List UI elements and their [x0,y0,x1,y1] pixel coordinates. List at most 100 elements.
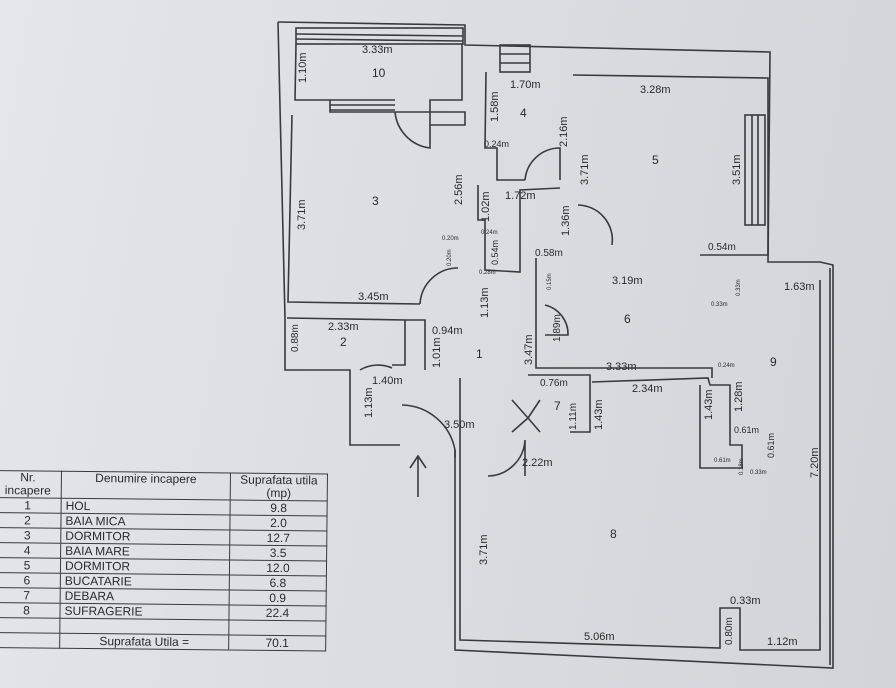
door-swing [524,147,561,181]
dim: 0.18m [739,458,745,475]
dim: 0.54m [708,242,736,253]
dim: 0.61m [714,458,731,464]
dim: 0.15m [547,273,553,290]
dim: 3.33m [362,44,393,56]
room-number-2: 2 [340,335,347,349]
dim: 1.12m [767,636,798,648]
room-number-8: 8 [610,527,617,541]
room-number-6: 6 [624,312,631,326]
room-10-walls [294,43,466,126]
dim: 2.22m [522,457,553,469]
cell-area: 6.8 [229,574,327,591]
room-number-10: 10 [372,66,386,80]
room-number-9: 9 [770,355,777,369]
room-3-walls [287,114,421,305]
dim: 0.33m [750,470,767,476]
room-number-5: 5 [652,153,659,167]
door-swing [487,439,526,477]
dim: 1.13m [363,387,375,418]
cell-name: DEBARA [60,588,230,605]
room-4-walls [484,71,525,181]
cell-nr: 2 [0,512,62,529]
cell-nr: 4 [0,542,61,559]
window [744,114,766,226]
door-swing [577,204,614,246]
dim: 1.89m [552,314,563,342]
dim: 7.20m [809,447,821,478]
walls [277,21,834,669]
dim: 1.43m [593,399,605,430]
dim: 1.58m [489,91,501,122]
dim: 2.33m [328,321,359,333]
dim: 1.02m [480,191,492,222]
cell-nr: 3 [0,527,61,544]
dim: 1.10m [297,52,309,83]
room-6-walls [535,258,713,378]
dim: 0.76m [540,378,568,389]
dim: 3.33m [606,361,637,373]
header-name: Denumire incapere [61,471,231,500]
dim: 2.56m [453,174,465,205]
dim: 1.28m [733,381,745,412]
dim: 1.70m [510,79,541,91]
dim: 0.33m [711,302,728,308]
room-8-walls [459,280,821,651]
dim: 1.63m [784,281,815,293]
room-number-4: 4 [520,106,527,120]
dim: 1.13m [479,287,491,318]
dim: 2.34m [632,383,663,395]
dim: 3.19m [612,275,643,287]
room-9-inner-wall [591,377,743,469]
cell-area: 12.7 [229,529,327,546]
cell-nr: 5 [0,557,61,574]
cell-area: 2.0 [229,514,328,531]
cell-area: 0.9 [229,589,327,606]
dim: 0.24m [718,363,735,369]
cell-nr: 7 [0,587,61,604]
entrance-door-swing [401,404,456,458]
dim: 1.72m [505,190,536,202]
vent-shaft [499,44,531,73]
cell-name: BUCATARIE [60,573,230,590]
cell-area: 22.4 [228,604,327,621]
room-area-table: Nr. incapere Denumire incapere Suprafata… [0,470,328,651]
dim: 1.01m [431,337,443,368]
total-label: Suprafata Utila = [59,633,229,650]
dim: 3.50m [444,419,475,431]
dim: 5.06m [584,631,615,643]
cell-nr: 6 [0,572,61,589]
dim: 3.71m [296,199,308,230]
dim: 3.51m [731,154,743,185]
cell-name: DORMITOR [60,558,230,575]
dim: 0.58m [535,248,563,259]
room-5-walls [572,74,769,256]
outer-wall-left [277,21,400,446]
dim: 1.40m [372,375,403,387]
cell-area: 9.8 [230,499,328,516]
door-swing [419,267,459,305]
dim: 1.43m [703,389,715,420]
cell-name: DORMITOR [60,528,230,545]
dim: 3.28m [640,84,671,96]
header-nr: Nr. incapere [0,470,62,499]
dim: 0.54m [490,240,500,265]
header-area: Suprafata utila (mp) [230,473,328,501]
cell-name: BAIA MARE [60,543,230,560]
dim: 0.88m [290,324,301,352]
dim: 1.36m [560,205,572,236]
dim: 3.71m [478,534,490,565]
dim: 0.20m [447,249,453,266]
cell-name: HOL [61,498,231,515]
door-swing [394,111,431,149]
dim: 0.33m [730,595,761,607]
dim: 2.16m [558,116,570,147]
dim: 3.71m [579,154,591,185]
door-swing [544,304,569,336]
dim: 0.61m [734,425,759,435]
cell-nr: 1 [0,497,62,514]
dim: 0.94m [432,325,463,337]
entrance-arrow-icon [409,454,427,497]
cell-name: BAIA MICA [60,513,231,530]
cell-area: 3.5 [229,544,327,561]
